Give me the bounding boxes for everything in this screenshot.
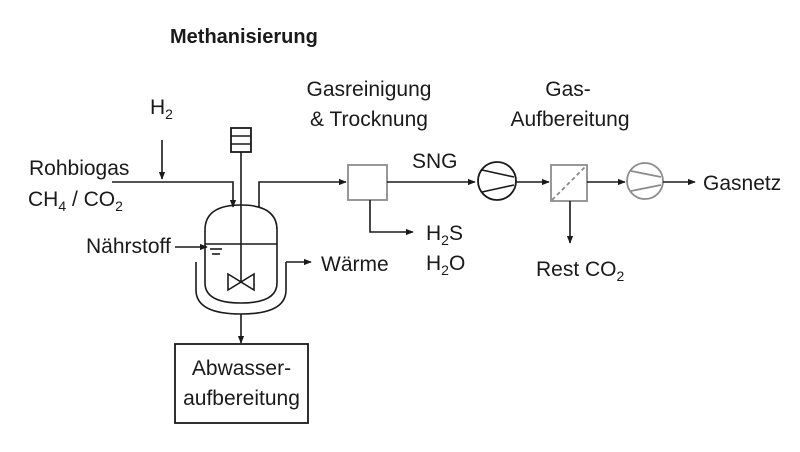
compressor-icon bbox=[477, 161, 517, 201]
gasaufbereitung-label-2: Aufbereitung bbox=[510, 108, 629, 131]
abwasser-label-2: aufbereitung bbox=[183, 387, 300, 410]
stirrer-motor-icon bbox=[230, 127, 252, 282]
h2-label: H2 bbox=[150, 96, 173, 122]
raw-gas-outlet-arrow bbox=[258, 178, 347, 207]
gas-cleaning-unit-icon bbox=[347, 164, 388, 201]
membrane-separator-icon bbox=[550, 164, 588, 202]
ch4-co2-label: CH4 / CO2 bbox=[28, 188, 123, 214]
abwasser-box bbox=[174, 343, 309, 424]
h2s-h2o-arrow bbox=[369, 200, 414, 236]
abwasser-label-1: Abwasser- bbox=[192, 357, 291, 380]
naehrstoff-label: Nährstoff bbox=[86, 235, 171, 258]
h2o-label: H2O bbox=[426, 252, 465, 278]
gasnetz-label: Gasnetz bbox=[703, 172, 781, 195]
waerme-label: Wärme bbox=[321, 253, 389, 276]
compressor-icon-2 bbox=[626, 162, 664, 200]
sng-label: SNG bbox=[412, 150, 458, 173]
h2s-label: H2S bbox=[426, 222, 463, 248]
biogas-feed-arrow bbox=[112, 181, 237, 208]
diagram-title: Methanisierung bbox=[170, 26, 318, 48]
gasreinigung-label-2: & Trocknung bbox=[310, 108, 428, 131]
rohbiogas-label: Rohbiogas bbox=[29, 157, 129, 180]
rest-co2-label: Rest CO2 bbox=[536, 258, 625, 284]
gasaufbereitung-label-1: Gas- bbox=[545, 78, 591, 101]
gasreinigung-label-1: Gasreinigung bbox=[307, 78, 432, 101]
